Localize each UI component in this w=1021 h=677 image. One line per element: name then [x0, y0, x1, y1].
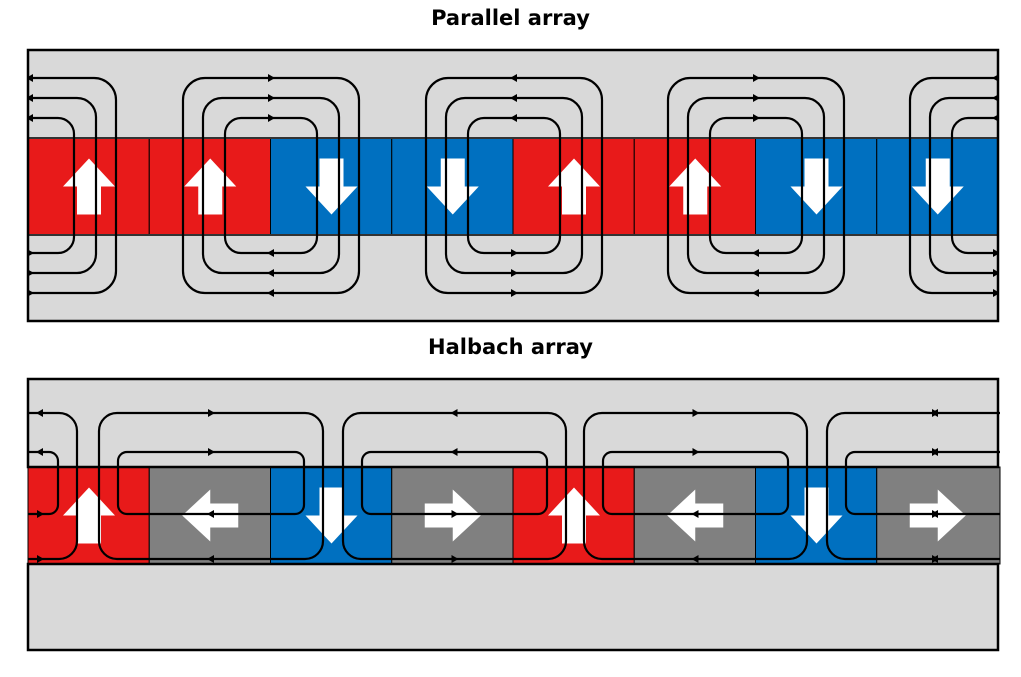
field-line [928, 96, 998, 275]
field-line-outer [825, 411, 1000, 561]
field-arrowhead [28, 94, 33, 102]
field-arrowhead [511, 289, 518, 297]
field-arrowhead [268, 114, 275, 122]
field-arrowhead [37, 555, 44, 563]
field-arrowhead [931, 510, 938, 518]
parallel-border [26, 48, 1000, 323]
field-line [28, 96, 98, 275]
field-arrowhead [752, 249, 759, 257]
field-arrowhead [28, 269, 34, 277]
field-arrowhead [752, 269, 759, 277]
magnet-arrow-up-icon [548, 487, 600, 544]
magnet-arrow-down-icon [305, 158, 358, 215]
magnet-arrow-down-icon [305, 487, 358, 544]
field-line [950, 116, 998, 255]
magnet-arrow-up-icon [184, 158, 237, 215]
field-arrowhead [451, 510, 459, 518]
field-arrowhead [932, 409, 939, 417]
field-arrowhead [993, 269, 998, 277]
field-arrowhead [753, 74, 760, 82]
field-line [908, 76, 998, 295]
field-arrowhead [992, 74, 998, 82]
field-arrowhead [37, 510, 44, 518]
field-arrowhead [207, 555, 214, 563]
field-arrowhead [207, 510, 214, 518]
field-arrowhead [268, 74, 275, 82]
field-line [28, 116, 76, 255]
field-arrowhead [932, 448, 939, 456]
halbach-array-title: Halbach array [428, 335, 593, 359]
field-arrowhead [691, 555, 699, 563]
magnet-arrow-down-icon [911, 158, 964, 215]
magnet-arrow-down-icon [790, 158, 843, 215]
field-arrowhead [931, 555, 938, 563]
field-arrowhead [511, 249, 518, 257]
field-arrowhead [451, 555, 459, 563]
magnet-arrow-up-icon [669, 158, 722, 215]
field-arrowhead [992, 94, 998, 102]
field-arrowhead [267, 249, 274, 257]
field-arrowhead [510, 94, 517, 102]
field-arrowhead [36, 409, 43, 417]
magnet-arrow-down-icon [426, 158, 479, 215]
field-line [28, 76, 118, 295]
field-arrowhead [752, 289, 759, 297]
field-arrowhead [510, 74, 517, 82]
magnet-arrow-down-icon [790, 487, 843, 544]
field-arrowhead [208, 448, 215, 456]
field-arrowhead [268, 94, 275, 102]
halbach-lower-border [26, 562, 1000, 652]
field-arrowhead [450, 448, 458, 456]
field-line-outer [28, 411, 79, 561]
field-arrowhead [993, 249, 998, 257]
field-line-inner [28, 450, 60, 516]
field-arrowhead [28, 289, 34, 297]
field-arrowhead [267, 269, 274, 277]
halbach-upper-border [26, 377, 1000, 469]
halbach-upper-region [28, 379, 998, 467]
halbach-field-lines [28, 409, 1000, 563]
field-arrowhead [28, 249, 34, 257]
field-arrowhead [511, 269, 518, 277]
halbach-array-panel [26, 377, 1001, 652]
field-arrowhead [993, 289, 998, 297]
field-line-inner [844, 450, 1000, 516]
field-arrowhead [267, 289, 274, 297]
field-arrowhead [208, 409, 215, 417]
field-arrowhead [753, 94, 760, 102]
halbach-lower-region [28, 564, 998, 650]
parallel-array-title: Parallel array [431, 6, 590, 30]
field-arrowhead [692, 409, 700, 417]
field-arrowhead [36, 448, 43, 456]
field-arrowhead [510, 114, 517, 122]
magnet-arrow-up-icon [63, 158, 115, 215]
field-arrowhead [691, 510, 699, 518]
field-arrowhead [28, 74, 33, 82]
field-arrowhead [450, 409, 458, 417]
field-arrowhead [992, 114, 998, 122]
field-arrowhead [692, 448, 700, 456]
parallel-array-panel [26, 48, 1000, 323]
parallel-field-lines [28, 74, 998, 297]
field-arrowhead [28, 114, 33, 122]
field-arrowhead [753, 114, 760, 122]
